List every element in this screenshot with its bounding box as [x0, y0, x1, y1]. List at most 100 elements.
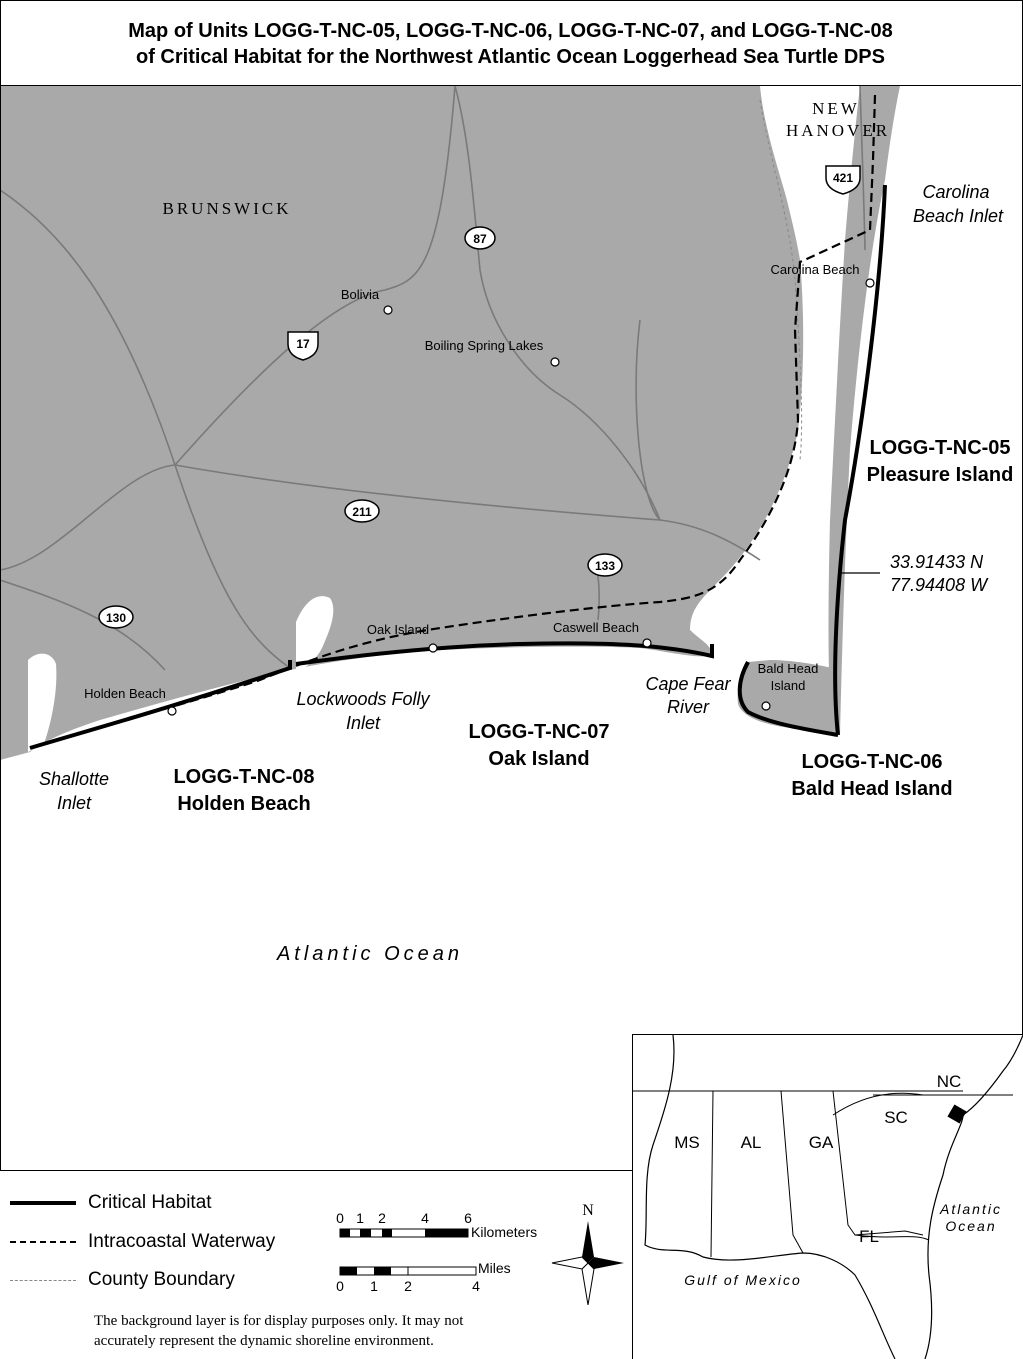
- svg-text:17: 17: [296, 337, 310, 351]
- inset-coastline: [644, 1035, 1023, 1359]
- label-carolina-inlet-2: Beach Inlet: [913, 206, 1004, 226]
- legend-waterway-label: Intracoastal Waterway: [88, 1231, 276, 1252]
- unit-labels: LOGG-T-NC-05 Pleasure Island LOGG-T-NC-0…: [173, 437, 1013, 815]
- legend-dotted-line: [10, 1279, 76, 1281]
- label-lockwoods-2: Inlet: [346, 713, 381, 733]
- unit-nc06-code: LOGG-T-NC-06: [801, 751, 942, 773]
- place-labels: Bolivia Boiling Spring Lakes Carolina Be…: [84, 262, 859, 701]
- label-caswell-beach: Caswell Beach: [553, 620, 639, 635]
- label-carolina-inlet-1: Carolina: [922, 182, 989, 202]
- disclaimer-line-2: accurately represent the dynamic shoreli…: [94, 1333, 434, 1349]
- shield-nc130: 130: [98, 605, 134, 629]
- mi-label: Miles: [478, 1260, 511, 1276]
- label-carolina-beach: Carolina Beach: [771, 262, 860, 277]
- inset-label-gulf: Gulf of Mexico: [684, 1272, 801, 1288]
- water-labels: Carolina Beach Inlet Lockwoods Folly Inl…: [39, 182, 1004, 965]
- title-line-2: of Critical Habitat for the Northwest At…: [135, 46, 885, 68]
- svg-text:2: 2: [378, 1210, 386, 1226]
- inset-label-nc: NC: [937, 1072, 962, 1091]
- label-bald-head-1: Bald Head: [758, 661, 819, 676]
- intracoastal-waterway: [29, 94, 877, 750]
- label-lockwoods-1: Lockwoods Folly: [296, 689, 430, 709]
- label-cape-fear-2: River: [667, 697, 710, 717]
- land-mainland: [0, 86, 806, 760]
- inset-label-atlantic-1: Atlantic: [939, 1201, 1002, 1217]
- svg-text:0: 0: [336, 1210, 344, 1226]
- shield-nc211: 211: [344, 499, 380, 523]
- scale-bars: 0 1 2 4 6 Kilometers Miles: [336, 1210, 537, 1294]
- legend-county-boundary-label: County Boundary: [88, 1269, 235, 1290]
- svg-text:0: 0: [336, 1278, 344, 1294]
- km-label: Kilometers: [471, 1224, 537, 1240]
- label-bolivia: Bolivia: [341, 287, 380, 302]
- shield-nc87: 87: [464, 226, 496, 250]
- svg-text:130: 130: [106, 611, 126, 625]
- label-boiling-spring-lakes: Boiling Spring Lakes: [425, 338, 544, 353]
- inset-water-labels: Atlantic Ocean Gulf of Mexico: [684, 1201, 1002, 1288]
- unit-nc08-name: Holden Beach: [177, 793, 310, 815]
- inset-label-ms: MS: [674, 1133, 700, 1152]
- mi-ticks: 0 1 2 4: [336, 1278, 480, 1294]
- label-cape-fear-1: Cape Fear: [645, 674, 731, 694]
- inset-state-borders: [633, 1090, 1013, 1258]
- inset-label-sc: SC: [884, 1108, 908, 1127]
- inset-location-marker: [947, 1104, 967, 1124]
- legend-dashed-line: [10, 1241, 76, 1243]
- legend-waterway: Intracoastal Waterway: [10, 1230, 275, 1254]
- svg-text:1: 1: [356, 1210, 364, 1226]
- critical-habitat-lines: [29, 184, 887, 750]
- county-label-new-hanover-2: HANOVER: [786, 121, 890, 140]
- legend-critical-habitat: Critical Habitat: [10, 1191, 212, 1215]
- legend-county-boundary: County Boundary: [10, 1268, 235, 1292]
- svg-text:1: 1: [370, 1278, 378, 1294]
- north-arrow-label: N: [582, 1202, 594, 1219]
- label-oak-island: Oak Island: [367, 622, 429, 637]
- km-bar: [339, 1228, 469, 1238]
- inset-map-svg: MS AL GA SC NC FL Atlantic Ocean Gulf of…: [633, 1035, 1023, 1359]
- inset-label-fl: FL: [859, 1227, 879, 1246]
- legend-solid-line: [10, 1201, 76, 1205]
- cape-fear-river: [700, 86, 825, 640]
- unit-nc05-code: LOGG-T-NC-05: [869, 437, 1010, 459]
- lockwoods-inlet: [296, 596, 334, 672]
- label-holden-beach: Holden Beach: [84, 686, 166, 701]
- label-shallotte-2: Inlet: [57, 793, 92, 813]
- disclaimer: The background layer is for display purp…: [94, 1311, 463, 1351]
- inset-state-labels: MS AL GA SC NC FL: [674, 1072, 961, 1246]
- north-arrow: N: [551, 1202, 624, 1305]
- coordinate-callout: 33.91433 N 77.94408 W: [890, 552, 989, 595]
- label-bald-head-2: Island: [771, 678, 806, 693]
- shield-us421: 421: [825, 165, 861, 195]
- svg-text:421: 421: [833, 171, 853, 185]
- county-boundary-line: [759, 99, 803, 461]
- inset-map: MS AL GA SC NC FL Atlantic Ocean Gulf of…: [632, 1034, 1023, 1359]
- unit-nc07-code: LOGG-T-NC-07: [468, 721, 609, 743]
- inset-label-atlantic-2: Ocean: [945, 1218, 996, 1234]
- svg-text:133: 133: [595, 559, 615, 573]
- shield-us17: 17: [287, 331, 319, 361]
- land-pleasure-island: [828, 86, 900, 735]
- svg-text:4: 4: [472, 1278, 480, 1294]
- shield-nc133: 133: [587, 553, 623, 577]
- title-line-1: Map of Units LOGG-T-NC-05, LOGG-T-NC-06,…: [128, 20, 893, 42]
- svg-text:211: 211: [352, 505, 372, 519]
- svg-text:2: 2: [404, 1278, 412, 1294]
- place-markers: [167, 278, 875, 716]
- svg-text:6: 6: [464, 1210, 472, 1226]
- mi-bar: [339, 1266, 477, 1276]
- map-title: Map of Units LOGG-T-NC-05, LOGG-T-NC-06,…: [0, 0, 1021, 86]
- inset-label-ga: GA: [809, 1133, 834, 1152]
- coordinate-lon: 77.94408 W: [890, 575, 989, 595]
- county-label-brunswick: BRUNSWICK: [162, 199, 291, 218]
- label-shallotte-1: Shallotte: [39, 769, 109, 789]
- compass-rose-icon: [551, 1221, 624, 1305]
- legend-panel: Critical Habitat Intracoastal Waterway C…: [0, 1170, 633, 1359]
- legend-critical-habitat-label: Critical Habitat: [88, 1192, 212, 1213]
- svg-text:87: 87: [473, 232, 487, 246]
- highway-shields: 421 87 17 211 133 130: [98, 165, 861, 629]
- unit-nc06-name: Bald Head Island: [791, 778, 952, 800]
- disclaimer-line-1: The background layer is for display purp…: [94, 1313, 464, 1329]
- inset-label-al: AL: [741, 1133, 762, 1152]
